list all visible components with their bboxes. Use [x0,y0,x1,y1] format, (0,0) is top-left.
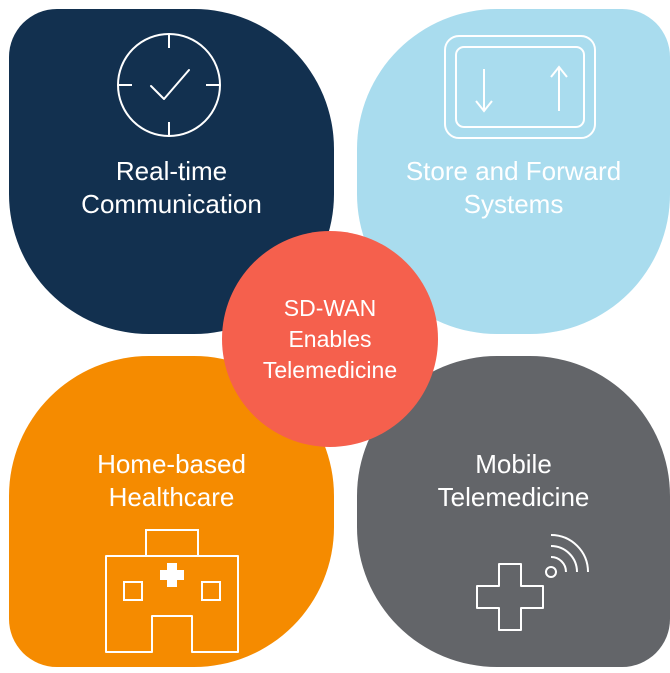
label-line: Healthcare [108,482,235,512]
label-line: Store and Forward [405,156,622,186]
clock-icon [117,33,221,137]
medical-cross-signal-icon [476,534,589,631]
quadrant-real-time-communication: Real-time Communication [9,9,334,334]
label-line: Telemedicine [437,482,590,512]
up-down-arrows-icon [444,35,596,139]
quadrant-label-home-based-healthcare: Home-based Healthcare [9,448,334,514]
quadrant-label-store-and-forward-systems: Store and Forward Systems [357,155,670,221]
center-circle: SD-WAN Enables Telemedicine [222,231,438,447]
label-line: Home-based [97,449,246,479]
center-label-line: SD-WAN [283,294,377,321]
label-line: Real-time [115,156,228,186]
label-line: Systems [463,189,564,219]
label-line: Communication [81,189,262,219]
hospital-building-icon [105,529,239,653]
quadrant-label-mobile-telemedicine: Mobile Telemedicine [357,448,670,514]
center-label-line: Enables [288,325,372,352]
label-line: Mobile [475,449,552,479]
quadrant-label-real-time-communication: Real-time Communication [9,155,334,221]
center-label-line: Telemedicine [262,356,398,383]
